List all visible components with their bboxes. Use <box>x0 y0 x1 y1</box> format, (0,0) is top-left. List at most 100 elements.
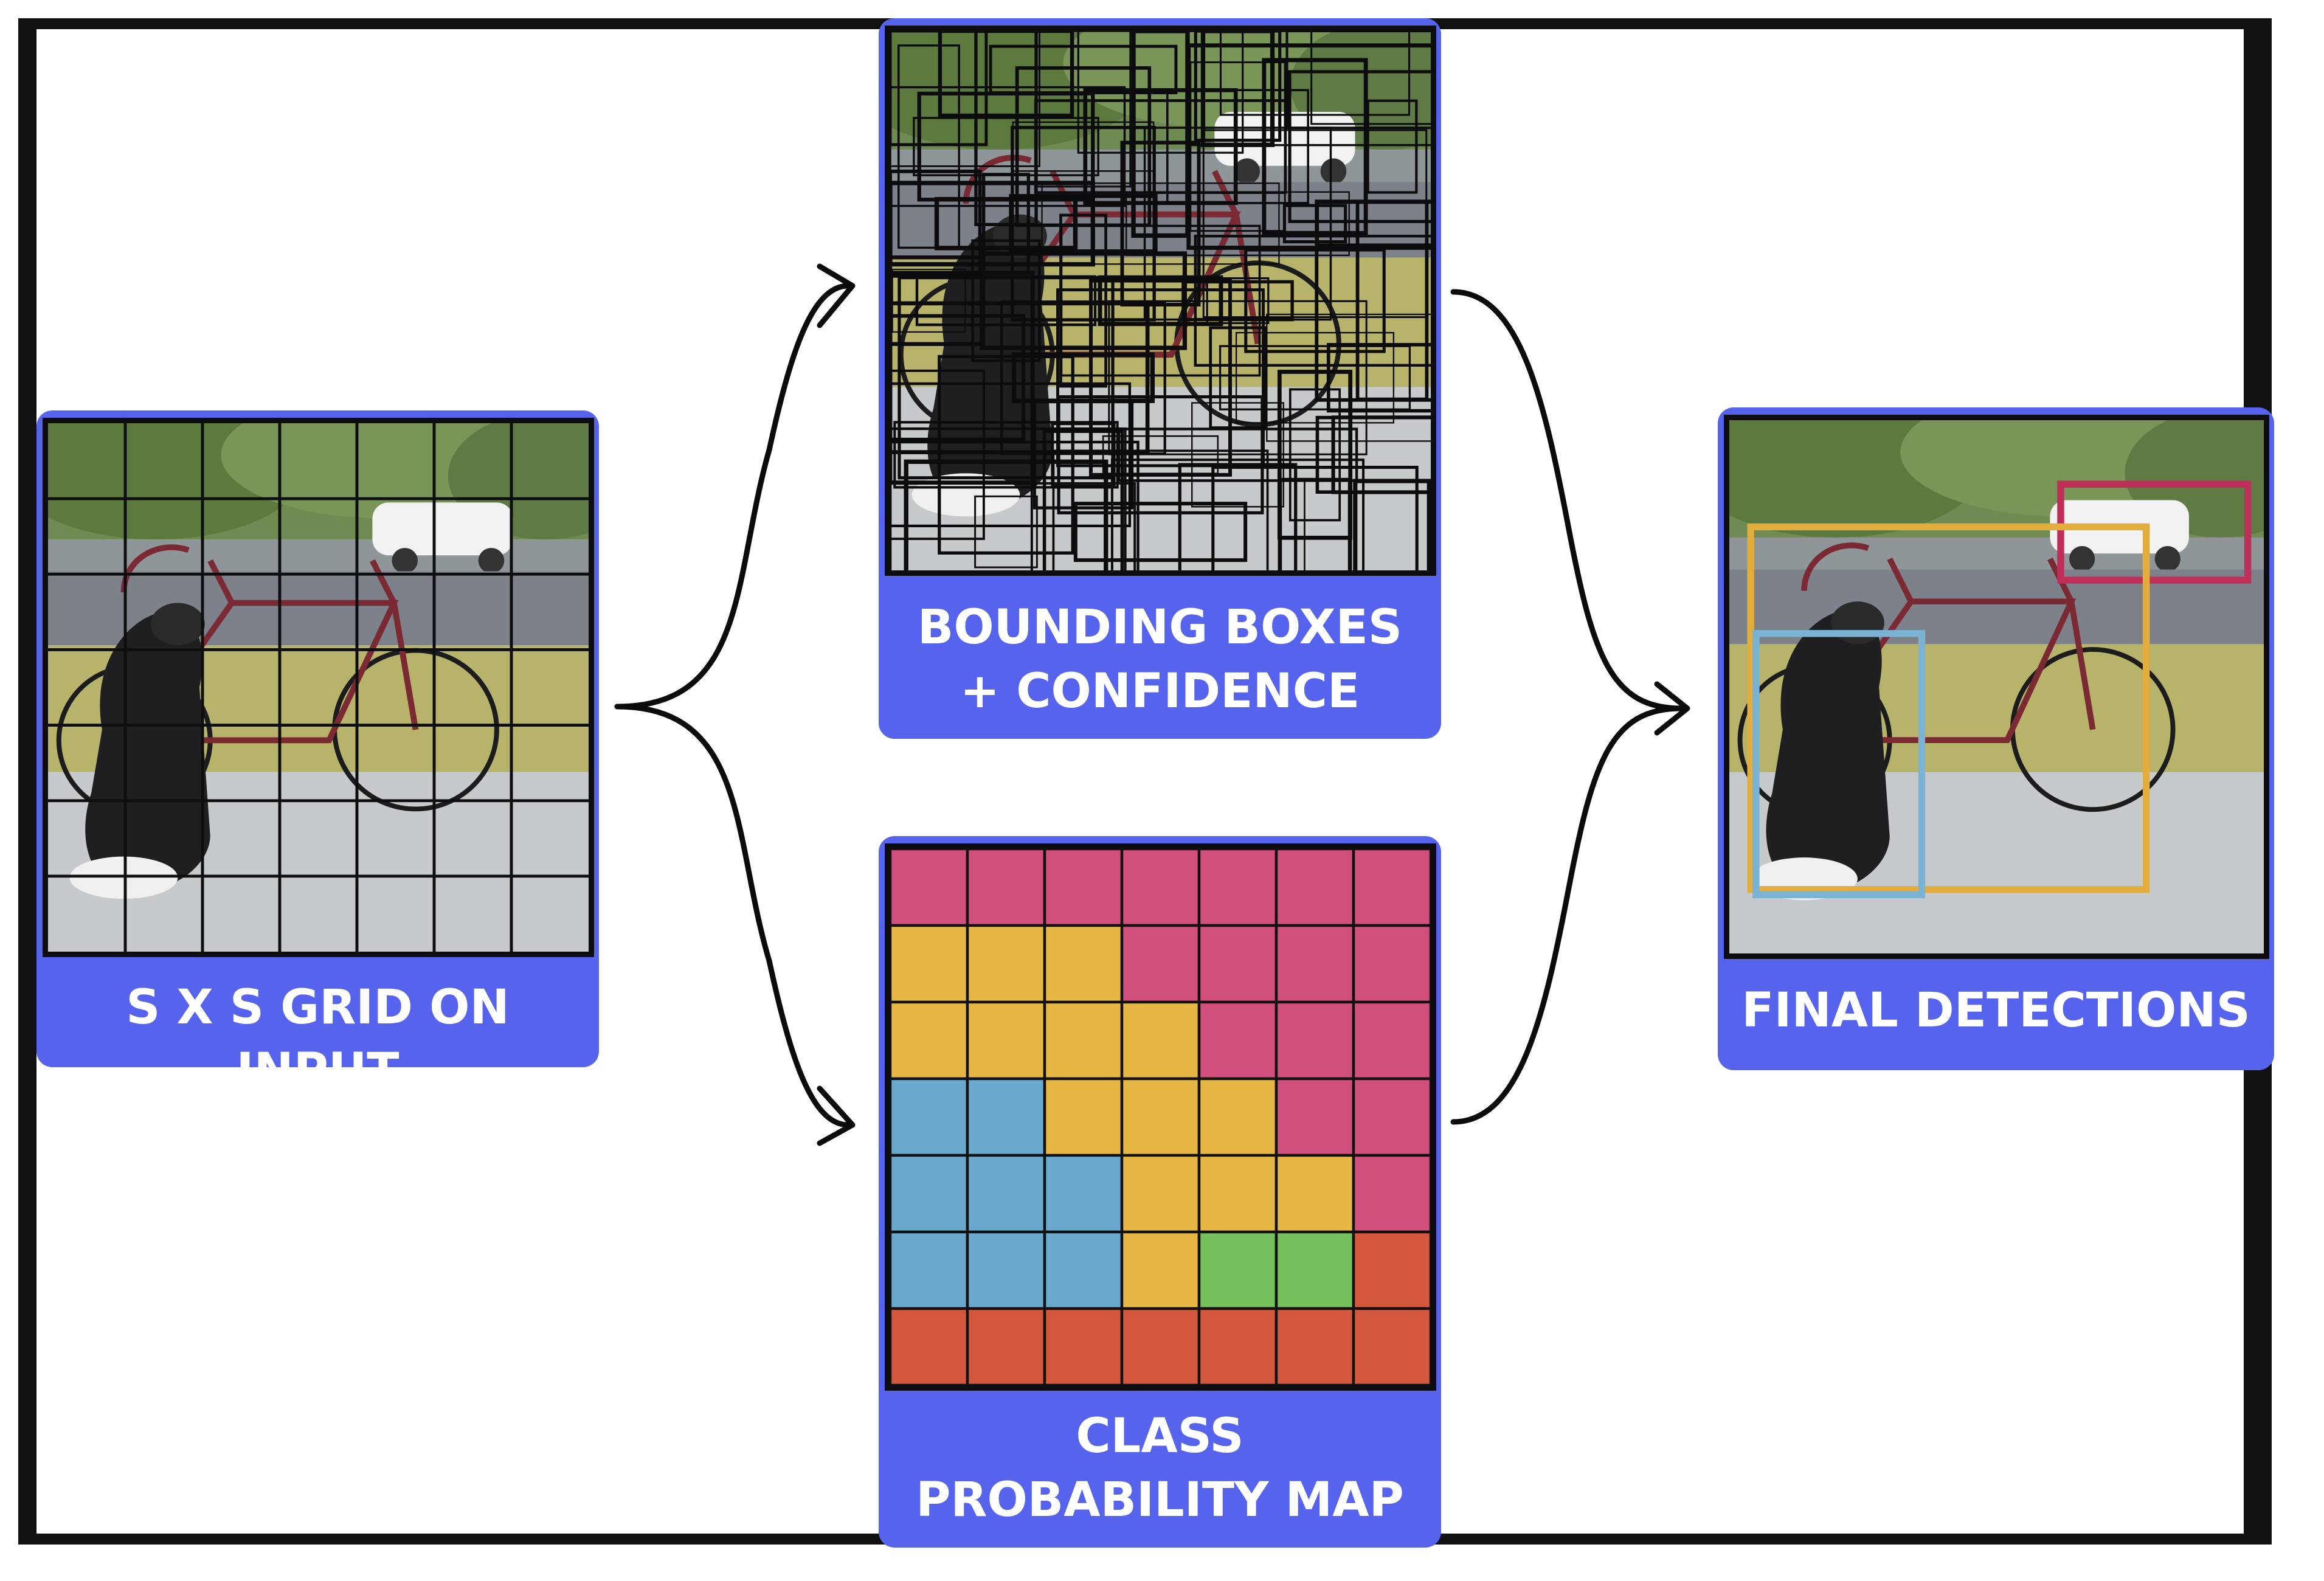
bicycle-detection-box <box>1747 523 2150 893</box>
candidate-box <box>893 421 1119 489</box>
class-cell <box>1352 1230 1431 1310</box>
class-cell <box>966 1000 1046 1081</box>
candidate-box <box>1083 88 1238 206</box>
class-cell <box>966 849 1046 927</box>
bbox-photo <box>885 26 1436 576</box>
car-detection-box <box>2057 480 2252 584</box>
candidate-box <box>1102 435 1219 474</box>
candidate-box <box>1030 482 1136 570</box>
candidate-box <box>890 31 1040 167</box>
bbox-overlay <box>890 31 1431 570</box>
candidate-box <box>1042 429 1124 570</box>
class-cell <box>890 1230 969 1310</box>
class-cell <box>1043 1000 1124 1081</box>
class-cell <box>1352 849 1431 927</box>
candidate-box <box>1126 191 1350 257</box>
class-label-line2: PROBABILITY MAP <box>916 1473 1404 1527</box>
candidate-box <box>897 276 1115 480</box>
class-cell <box>966 1307 1046 1385</box>
candidate-box <box>890 301 1150 454</box>
dog-detection-box <box>1752 630 1926 899</box>
class-cell <box>1197 1154 1278 1234</box>
class-cell <box>1043 1307 1124 1385</box>
candidate-box <box>1288 388 1341 522</box>
class-cell <box>1043 1077 1124 1157</box>
class-cell <box>1352 1000 1431 1081</box>
candidate-box <box>891 268 966 333</box>
class-cell <box>1120 1000 1201 1081</box>
class-cell <box>966 1230 1046 1310</box>
class-cell <box>890 1307 969 1385</box>
class-cell <box>1043 1154 1124 1234</box>
class-cell <box>1352 1307 1431 1385</box>
candidate-box <box>1326 343 1431 413</box>
panel-grid-input: S X S GRID ON INPUT <box>36 410 599 1098</box>
class-cell <box>1274 1000 1355 1081</box>
class-cell <box>966 1154 1046 1234</box>
class-cell <box>1197 1307 1278 1385</box>
class-grid <box>890 849 1431 1385</box>
candidate-box <box>1088 278 1233 477</box>
panel-class-map: CLASS PROBABILITY MAP <box>879 836 1441 1548</box>
candidate-box <box>1310 31 1431 125</box>
arrow-class-to-final <box>1450 705 1684 1125</box>
class-cell <box>890 1154 969 1234</box>
candidate-box <box>1009 194 1158 254</box>
arrow-bbox-to-final <box>1450 289 1684 711</box>
bbox-label-line1: BOUNDING BOXES <box>917 600 1403 655</box>
arrow-grid-to-class <box>614 704 851 1128</box>
class-label-line1: CLASS <box>1076 1409 1244 1464</box>
candidate-box <box>938 355 1074 555</box>
class-cell <box>1043 849 1124 927</box>
candidate-box <box>1120 140 1201 306</box>
class-cell <box>1120 1154 1201 1234</box>
candidate-box <box>897 44 960 249</box>
class-cell <box>890 849 969 927</box>
class-cell <box>1043 1230 1124 1310</box>
candidate-box <box>934 196 1078 251</box>
final-label: FINAL DETECTIONS <box>1741 983 2250 1038</box>
candidate-box <box>1353 479 1431 570</box>
arrow-grid-to-bbox <box>614 283 851 710</box>
candidate-box <box>938 31 1074 118</box>
detections-overlay <box>1747 480 2252 899</box>
class-cell <box>966 924 1046 1004</box>
candidate-box <box>1285 31 1431 130</box>
class-cell <box>890 1000 969 1081</box>
class-cell <box>1352 1154 1431 1234</box>
candidate-box <box>890 440 1140 570</box>
class-cell <box>1197 1077 1278 1157</box>
arrowhead-bbox <box>817 263 856 328</box>
class-cell <box>890 924 969 1004</box>
candidate-box <box>1288 70 1431 223</box>
panel-bounding-boxes: BOUNDING BOXES + CONFIDENCE <box>879 18 1441 739</box>
candidate-box <box>1316 201 1431 246</box>
bbox-label-line2: + CONFIDENCE <box>960 664 1360 719</box>
panel-final-detections: FINAL DETECTIONS <box>1718 407 2274 1070</box>
candidate-box <box>1316 200 1431 247</box>
candidate-box <box>1110 458 1365 570</box>
class-cell <box>1197 1230 1278 1310</box>
class-cell <box>1197 1000 1278 1081</box>
candidate-box <box>1178 463 1298 570</box>
candidate-box <box>1166 89 1310 204</box>
candidate-box <box>890 255 986 346</box>
class-cell <box>1274 1307 1355 1385</box>
candidate-box <box>1108 300 1368 455</box>
candidate-box <box>890 86 1126 207</box>
candidate-box <box>1052 449 1269 570</box>
class-cell <box>1197 924 1278 1004</box>
candidate-box <box>1032 400 1134 510</box>
class-cell <box>1274 849 1355 927</box>
class-cell <box>1274 1230 1355 1310</box>
grid-overlay <box>48 423 589 952</box>
candidate-box <box>1191 402 1284 508</box>
class-cell <box>1197 849 1278 927</box>
class-cell <box>890 1077 969 1157</box>
candidate-box <box>904 459 1108 570</box>
class-cell <box>1120 1077 1201 1157</box>
input-photo <box>43 418 594 957</box>
final-photo <box>1724 415 2269 959</box>
class-cell <box>1352 1077 1431 1157</box>
